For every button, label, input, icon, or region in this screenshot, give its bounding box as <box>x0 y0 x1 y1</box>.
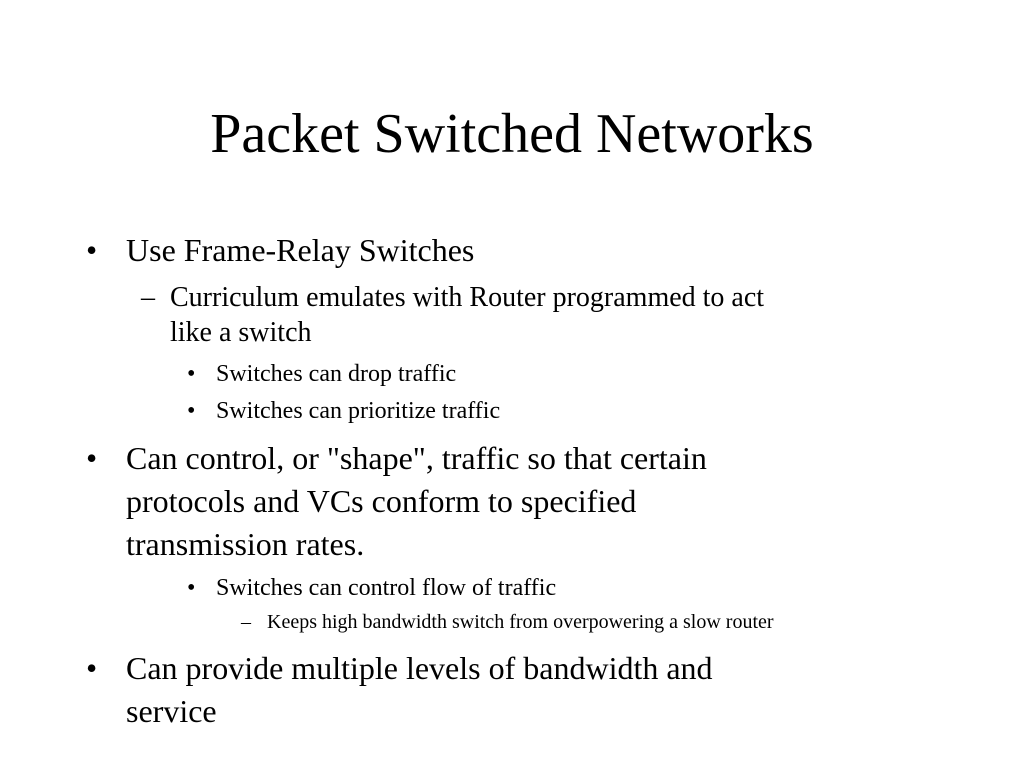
bullet-text-line: Keeps high bandwidth switch from overpow… <box>267 611 774 633</box>
bullet-text: Can provide multiple levels of bandwidth… <box>126 647 713 733</box>
bullet-dash-icon: – <box>141 282 155 313</box>
bullet-text-line: Switches can prioritize traffic <box>216 398 501 424</box>
bullet-text: Keeps high bandwidth switch from overpow… <box>267 607 774 637</box>
bullet-text-line: like a switch <box>170 317 312 348</box>
bullet-text: Switches can control flow of traffic <box>216 570 556 606</box>
bullet-text: Curriculum emulates with Router programm… <box>170 280 764 350</box>
bullet-dot-icon: • <box>187 361 196 387</box>
bullet-text: Switches can prioritize traffic <box>216 393 500 429</box>
bullet-dot-icon: • <box>187 398 196 424</box>
bullet-text: Switches can drop traffic <box>216 356 456 392</box>
bullet-dash-icon: – <box>241 611 251 633</box>
bullet-text: Use Frame-Relay Switches <box>126 229 474 272</box>
bullet-text-line: protocols and VCs conform to specified <box>126 483 637 519</box>
bullet-dot-icon: • <box>86 440 98 476</box>
bullet-text-line: service <box>126 693 217 729</box>
bullet-text-line: Can control, or "shape", traffic so that… <box>126 440 707 476</box>
bullet-text-line: Can provide multiple levels of bandwidth… <box>126 650 713 686</box>
bullet-text: Can control, or "shape", traffic so that… <box>126 437 707 566</box>
bullet-text-line: Switches can drop traffic <box>216 361 457 387</box>
bullet-text-line: Curriculum emulates with Router programm… <box>170 282 765 313</box>
bullet-text-line: transmission rates. <box>126 526 365 562</box>
slide-title: Packet Switched Networks <box>210 103 814 165</box>
bullet-text-line: Use Frame-Relay Switches <box>126 232 475 268</box>
bullet-dot-icon: • <box>86 650 98 686</box>
bullet-dot-icon: • <box>187 575 196 601</box>
bullet-text-line: Switches can control flow of traffic <box>216 575 557 601</box>
bullet-dot-icon: • <box>86 232 98 268</box>
